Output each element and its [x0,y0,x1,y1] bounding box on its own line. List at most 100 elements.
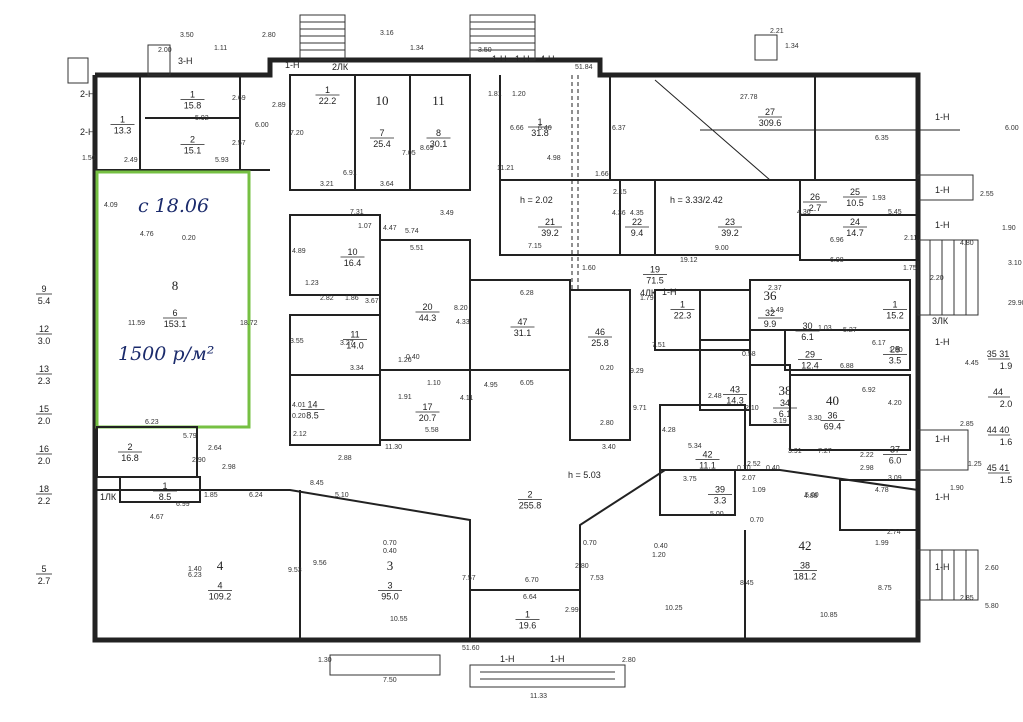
dimension-label: 3.75 [683,476,697,483]
dimension-label: 4.36 [612,210,626,217]
handwritten-overlay: с 18.06 1500 р/м² [118,195,214,365]
dimension-label: 2.20 [930,275,944,282]
room-area: 39.2 [541,228,559,238]
dimension-label: 2.80 [600,420,614,427]
dimension-label: 2.00 [158,47,172,54]
room-area: 15.2 [886,311,904,321]
dimension-label: 27.78 [740,94,758,101]
room-area: 14.7 [846,228,864,238]
dimension-label: 2.10 [745,405,759,412]
room-area: 8.5 [159,492,172,502]
room-label: 42 [799,538,812,553]
dimension-label: 7.27 [818,448,832,455]
room-r-19-6[interactable]: 119.6 [505,605,550,631]
room-r-9-4[interactable]: 229.4 [622,210,652,240]
room-r-3-5[interactable]: 283.5 [880,340,910,366]
room-r-3-3[interactable]: 393.3 [700,480,740,506]
bottom-stairs [329,654,626,688]
legend-area: 1.5 [1000,475,1013,485]
room-r-15-1[interactable]: 215.1 [150,120,235,165]
room-area: 11.1 [699,461,716,471]
dimension-label: 5.80 [985,603,999,610]
dimension-label: 9.29 [630,368,644,375]
dimension-label: 6.96 [830,237,844,244]
room-number: 22 [632,217,642,227]
room-r-15-2[interactable]: 115.2 [880,295,910,321]
room-label: 40 [826,393,839,408]
dimension-label: 10.55 [390,616,408,623]
room-r-31-8[interactable]: 131.8 [510,100,570,150]
dimension-label: 0.20 [182,235,196,242]
legend-area: 3.0 [38,336,51,346]
dimension-label: 2.49 [124,157,138,164]
room-r-22-2[interactable]: 122.2 [300,78,355,108]
room-r-13-3[interactable]: 113.3 [105,85,140,160]
dimension-label: 0.40 [383,548,397,555]
room-r-22-3[interactable]: 122.3 [665,295,700,321]
dimension-label: 2.98 [222,464,236,471]
room-area: 25.8 [591,338,609,348]
dimension-label: 1.93 [872,195,886,202]
dimension-label: 1.50 [82,155,96,162]
room-area: 6.0 [889,456,902,466]
dimension-label: 2.69 [232,95,246,102]
dimension-label: 5.51 [410,245,424,252]
room-r-15-8[interactable]: 115.8 [150,80,235,115]
dimension-label: 6.91 [343,170,357,177]
room-r-8-5b[interactable]: 148.5 [295,395,330,421]
exit-label: 1-Н [935,220,950,230]
dimension-label: 1.34 [410,45,424,52]
room-label: 10 [376,93,389,108]
dimension-label: 1.20 [512,91,526,98]
dimension-label: 3.64 [380,181,394,188]
handwritten-price: 1500 р/м² [118,343,214,365]
room-r-8-5a[interactable]: 18.5 [140,478,190,502]
legend-area: 2.0 [1000,399,1013,409]
dimension-label: 8.45 [740,580,754,587]
room-number: 30 [802,321,812,331]
room-number: 14 [307,400,317,410]
dimension-label: 2.98 [860,465,874,472]
dimension-label: 10.25 [665,605,683,612]
height-annotation-1: h = 2.02 [520,195,553,205]
room-area: 153.1 [164,319,187,329]
dimension-label: 4.20 [888,400,902,407]
room-r-2-7[interactable]: 262.7 [800,190,830,213]
room-r-6-1a[interactable]: 306.1 [790,320,825,342]
dimension-label: 4.67 [150,514,164,521]
dimension-label: 6.66 [510,125,524,132]
room-area: 181.2 [794,572,817,582]
dimension-label: 1.26 [398,357,412,364]
room-r-16-8[interactable]: 216.8 [100,435,160,465]
dimension-label: 5.93 [215,157,229,164]
dimension-label: 7.53 [590,575,604,582]
room-r-6-0[interactable]: 376.0 [880,440,910,466]
